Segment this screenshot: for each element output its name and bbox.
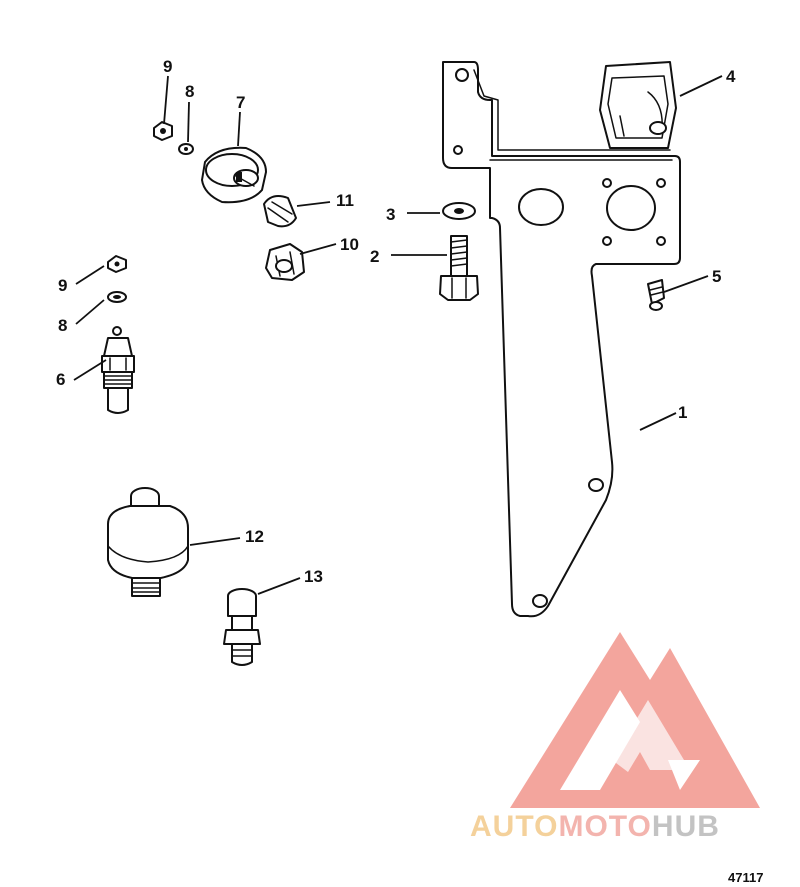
callout-8-left: 8 bbox=[58, 316, 67, 335]
callout-3: 3 bbox=[386, 205, 395, 224]
callout-13: 13 bbox=[304, 567, 323, 586]
svg-text:AUTOMOTOHUB: AUTOMOTOHUB bbox=[470, 810, 720, 843]
part-3-washer bbox=[442, 202, 476, 220]
part-5-screw bbox=[647, 279, 665, 311]
callout-5: 5 bbox=[712, 267, 721, 286]
part-6-switch bbox=[101, 326, 135, 414]
callout-8-top: 8 bbox=[185, 82, 194, 101]
callout-9-top: 9 bbox=[163, 57, 172, 76]
leader-lines bbox=[73, 75, 723, 595]
part-9-nut-top bbox=[153, 121, 173, 141]
part-1-bracket bbox=[442, 61, 681, 618]
watermark-text-moto: MOTO bbox=[558, 810, 651, 843]
part-2-bolt bbox=[439, 235, 479, 301]
part-13-fitting bbox=[223, 588, 261, 666]
callout-11: 11 bbox=[336, 191, 354, 210]
callout-7: 7 bbox=[236, 93, 245, 112]
callout-12: 12 bbox=[245, 527, 264, 546]
part-12-knock-sensor bbox=[107, 487, 189, 597]
part-4-cover-boot bbox=[599, 61, 677, 149]
part-9-nut-left bbox=[107, 255, 127, 273]
watermark-logo: AUTOMOTOHUB bbox=[470, 632, 760, 843]
callout-labels: 1 2 3 4 5 6 7 8 8 9 9 10 11 12 13 bbox=[56, 57, 736, 586]
callout-4: 4 bbox=[726, 67, 736, 86]
callout-2: 2 bbox=[370, 247, 379, 266]
part-7-sender bbox=[201, 146, 267, 204]
part-10-adapter bbox=[265, 243, 305, 281]
callout-10: 10 bbox=[340, 235, 359, 254]
part-8-lockwasher-top bbox=[178, 143, 194, 155]
callout-1: 1 bbox=[678, 403, 687, 422]
callout-9-left: 9 bbox=[58, 276, 67, 295]
watermark-text-hub: HUB bbox=[652, 810, 720, 843]
figure-number: 47117 bbox=[728, 870, 763, 885]
part-11-elbow bbox=[263, 195, 297, 228]
callout-6: 6 bbox=[56, 370, 65, 389]
part-8-lockwasher-left bbox=[107, 291, 127, 303]
watermark-triangle-mark bbox=[510, 632, 760, 808]
watermark-text-auto: AUTO bbox=[470, 810, 558, 843]
